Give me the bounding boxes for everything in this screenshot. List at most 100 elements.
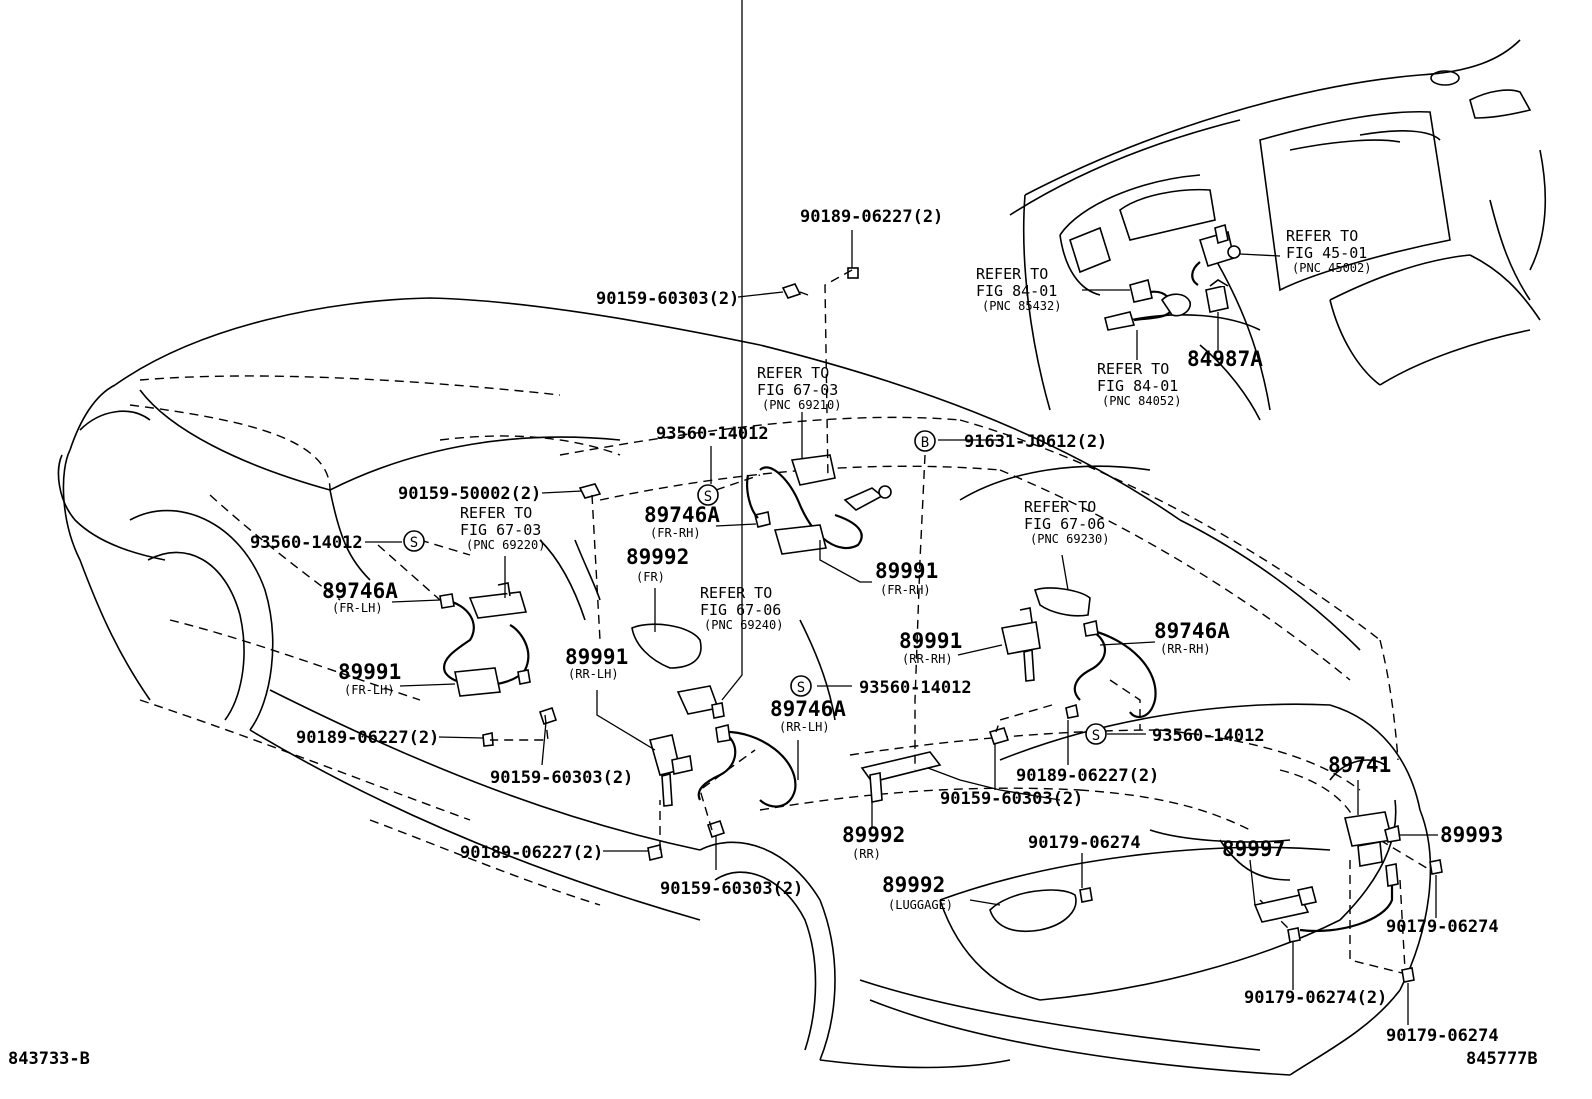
label-90159-left: 90159-60303(2): [490, 768, 633, 788]
ref-84052-line1: REFER TO: [1097, 360, 1169, 378]
nut-icon: [1429, 859, 1443, 875]
label-89992-rr: 89992: [842, 823, 905, 847]
label-89997: 89997: [1222, 837, 1285, 861]
s-circle-icon: S: [1085, 723, 1107, 745]
nut-icon: [1401, 967, 1415, 983]
ref-69210-line3: (PNC 69210): [762, 398, 841, 412]
label-89991-rrrh: 89991: [899, 629, 962, 653]
ref-69230-line1: REFER TO: [1024, 498, 1096, 516]
label-89991-frlh: 89991: [338, 660, 401, 684]
svg-text:S: S: [797, 680, 805, 696]
sub-frlh-a: (FR-LH): [332, 601, 383, 615]
svg-text:S: S: [410, 535, 418, 551]
nut-icon: [482, 732, 494, 747]
label-90189-left: 90189-06227(2): [296, 728, 439, 748]
dash-components: [1104, 223, 1241, 331]
ref-85432-line2: FIG 84-01: [976, 282, 1057, 300]
label-89992-fr: 89992: [626, 545, 689, 569]
part-labels: 90189-06227(2) 90159-60303(2) REFER TO F…: [8, 207, 1538, 1069]
label-90179-d: 90179-06274: [1386, 1026, 1499, 1046]
bolt-icon: [578, 483, 602, 499]
ref-45002-line3: (PNC 45002): [1292, 261, 1371, 275]
label-89746A-frrh: 89746A: [644, 503, 720, 527]
ref-69230-line3: (PNC 69230): [1030, 532, 1109, 546]
sub-frrh-a: (FR-RH): [650, 526, 701, 540]
ref-69240-line3: (PNC 69240): [704, 618, 783, 632]
ref-85432-line3: (PNC 85432): [982, 299, 1061, 313]
label-93560-b: 93560-14012: [250, 533, 363, 553]
label-90159-mid: 90159-60303(2): [940, 789, 1083, 809]
label-90179-a: 90179-06274: [1028, 833, 1141, 853]
car-body-outline: [57, 297, 1432, 1076]
label-90179-b: 90179-06274: [1386, 917, 1499, 937]
ref-69220-line2: FIG 67-03: [460, 521, 541, 539]
label-90159-low: 90159-60303(2): [660, 879, 803, 899]
rr-sensor-parts: [860, 751, 942, 803]
label-93560-a: 93560-14012: [656, 424, 769, 444]
sub-rrrh-a: (RR-RH): [902, 652, 953, 666]
diagram-code-left: 843733-B: [8, 1049, 90, 1069]
rr-lh-door-parts: [647, 724, 797, 861]
nut-icon: [1065, 703, 1079, 719]
label-90159-50002: 90159-50002(2): [398, 484, 541, 504]
label-90189-mid: 90189-06227(2): [1016, 766, 1159, 786]
top-fasteners: [578, 267, 859, 499]
bolt-icon: [706, 819, 726, 839]
ref-84052-line2: FIG 84-01: [1097, 377, 1178, 395]
sub-rrlh-a: (RR-LH): [568, 667, 619, 681]
nut-icon: [1287, 927, 1301, 943]
sub-frlh-b: (FR-LH): [344, 683, 395, 697]
ref-69210-line1: REFER TO: [757, 364, 829, 382]
nut-icon: [1079, 887, 1093, 903]
leader-lines: [365, 0, 1438, 1025]
label-89741: 89741: [1328, 753, 1391, 777]
sub-frrh-b: (FR-RH): [880, 583, 931, 597]
s-circle-icon: S: [697, 484, 719, 506]
label-89993: 89993: [1440, 823, 1503, 847]
rr-rh-door-parts: [988, 587, 1157, 745]
label-89992-lug: 89992: [882, 873, 945, 897]
ref-45002-line2: FIG 45-01: [1286, 244, 1367, 262]
dashboard-inset: [1009, 39, 1546, 421]
ref-69230-line2: FIG 67-06: [1024, 515, 1105, 533]
ref-84052-line3: (PNC 84052): [1102, 394, 1181, 408]
nut-icon: [647, 844, 663, 861]
label-90189-low: 90189-06227(2): [460, 843, 603, 863]
label-84987A: 84987A: [1187, 347, 1263, 371]
diagram-code-right: 845777B: [1466, 1049, 1538, 1069]
ref-69220-line3: (PNC 69220): [466, 538, 545, 552]
luggage-sensor-parts: [989, 887, 1093, 933]
ref-45002-line1: REFER TO: [1286, 227, 1358, 245]
ref-69220-line1: REFER TO: [460, 504, 532, 522]
sub-fr: (FR): [636, 570, 665, 584]
ref-69240-line1: REFER TO: [700, 584, 772, 602]
bolt-icon: [781, 283, 802, 299]
fr-handle-parts: [631, 623, 725, 719]
s-circle-icon: S: [403, 530, 425, 552]
sub-rrrh-b: (RR-RH): [1160, 642, 1211, 656]
label-90179-c: 90179-06274(2): [1244, 988, 1387, 1008]
ref-69240-line2: FIG 67-06: [700, 601, 781, 619]
label-89991-frrh: 89991: [875, 559, 938, 583]
svg-text:S: S: [1092, 728, 1100, 744]
svg-text:S: S: [704, 489, 712, 505]
label-90159-top: 90159-60303(2): [596, 289, 739, 309]
label-93560-d: 93560-14012: [1152, 726, 1265, 746]
fr-rh-door-parts: [746, 454, 892, 555]
s-circle-icon: S: [790, 675, 812, 697]
fr-lh-door-parts: [439, 582, 558, 747]
label-89746A-rrlh: 89746A: [770, 697, 846, 721]
label-91631: 91631-J0612(2): [964, 432, 1107, 452]
b-circle-icon: B: [914, 430, 936, 452]
label-89746A-frlh: 89746A: [322, 579, 398, 603]
rear-parts: [1253, 811, 1443, 983]
ref-69210-line2: FIG 67-03: [757, 381, 838, 399]
sub-lug: (LUGGAGE): [888, 898, 953, 912]
label-89991-rrlh: 89991: [565, 645, 628, 669]
label-90189-top: 90189-06227(2): [800, 207, 943, 227]
sub-rrlh-b: (RR-LH): [779, 720, 830, 734]
bolt-icon: [988, 727, 1010, 745]
nut-icon: [847, 267, 859, 279]
label-89746A-rrrh: 89746A: [1154, 619, 1230, 643]
